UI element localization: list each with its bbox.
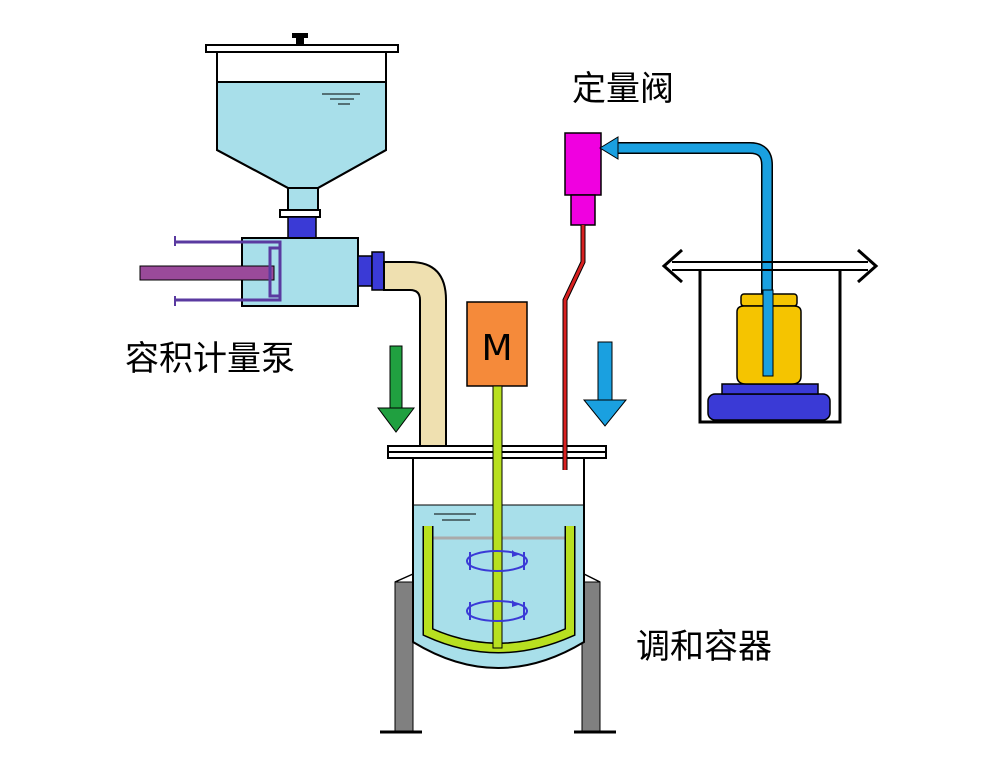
dosing-valve [562,132,602,470]
feed-hopper [205,33,399,240]
down-arrow-icon [582,341,628,427]
motor: M [466,301,528,387]
valve-label: 定量阀 [572,69,674,109]
feed-line [599,136,773,375]
down-arrow-icon [377,345,415,433]
pump-label: 容积计量泵 [125,339,295,379]
double-headed-arrow-icon [661,248,879,284]
motor-label: M [481,328,512,369]
reagent-jar [736,289,802,385]
rotation-arrow-icon [466,550,528,572]
metering-pump [139,236,385,307]
agitator [466,385,528,649]
rotation-arrow-icon [466,600,528,622]
vessel-label: 调和容器 [636,627,772,667]
weighing-stand [661,248,879,424]
